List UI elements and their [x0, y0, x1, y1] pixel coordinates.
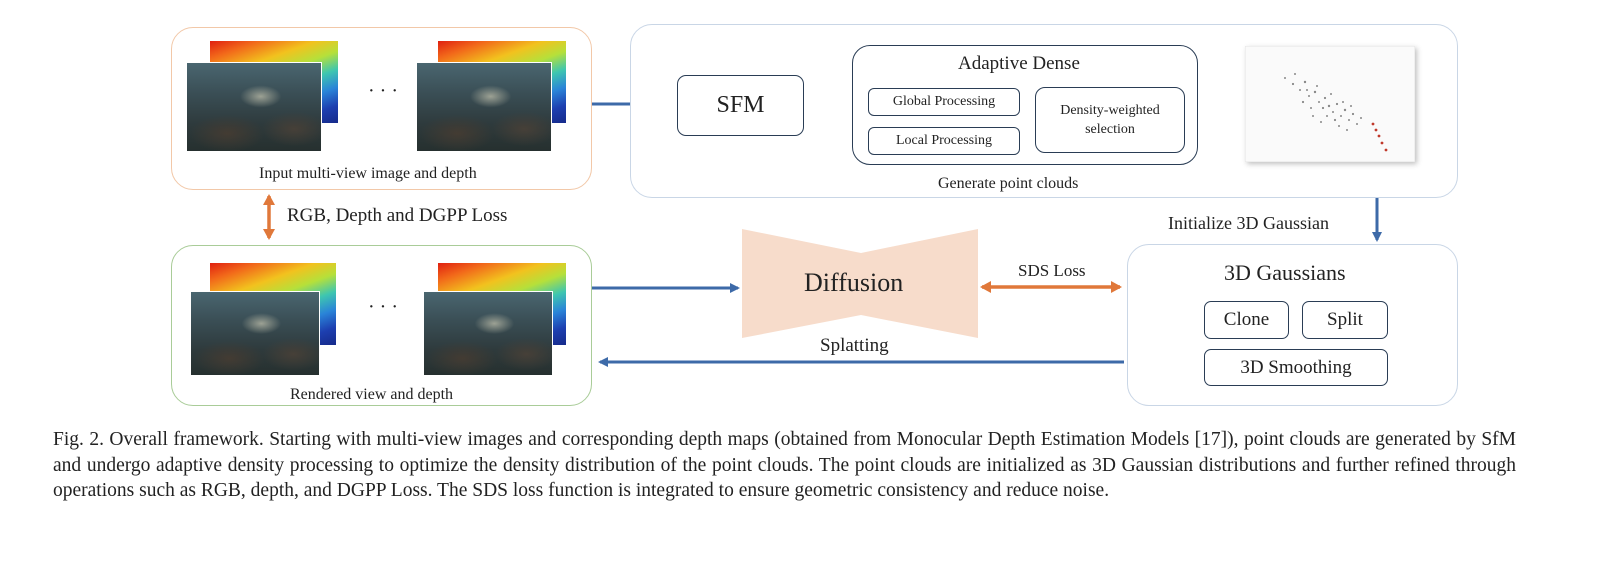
smoothing-label: 3D Smoothing — [1240, 356, 1352, 378]
sfm-label: SFM — [716, 92, 765, 118]
split-box: Split — [1302, 301, 1388, 339]
figure-caption: Fig. 2. Overall framework. Starting with… — [53, 429, 1516, 501]
rendered-image-2 — [423, 291, 553, 376]
local-processing-label: Local Processing — [895, 133, 993, 148]
sds-loss-label: SDS Loss — [1018, 261, 1086, 280]
smoothing-box: 3D Smoothing — [1204, 349, 1388, 386]
split-label: Split — [1327, 309, 1363, 330]
gaussians-title: 3D Gaussians — [1224, 260, 1346, 285]
rendered-panel-label: Rendered view and depth — [290, 386, 454, 403]
splatting-label: Splatting — [820, 335, 889, 356]
density-weighted-selection-label: Density-weighted selection — [1060, 103, 1160, 137]
input-panel-label: Input multi-view image and depth — [259, 165, 477, 182]
input-image-1 — [186, 62, 322, 152]
diffusion-shape — [742, 229, 978, 338]
sfm-box: SFM — [677, 75, 804, 136]
global-processing-label: Global Processing — [892, 94, 996, 109]
loss-label: RGB, Depth and DGPP Loss — [287, 205, 508, 226]
global-processing-box: Global Processing — [868, 88, 1020, 116]
rendered-ellipsis: · · · — [368, 296, 398, 318]
point-cloud-image — [1245, 46, 1415, 162]
adaptive-dense-title: Adaptive Dense — [958, 53, 1080, 74]
input-ellipsis: · · · — [368, 80, 398, 102]
local-processing-box: Local Processing — [868, 127, 1020, 155]
generate-point-clouds-label: Generate point clouds — [938, 175, 1079, 192]
diffusion-label: Diffusion — [804, 268, 904, 297]
clone-box: Clone — [1204, 301, 1289, 339]
clone-label: Clone — [1223, 309, 1270, 330]
density-weighted-selection-box: Density-weighted selection — [1035, 87, 1185, 153]
rendered-image-1 — [190, 291, 320, 376]
initialize-label: Initialize 3D Gaussian — [1168, 213, 1329, 233]
input-image-2 — [416, 62, 552, 152]
